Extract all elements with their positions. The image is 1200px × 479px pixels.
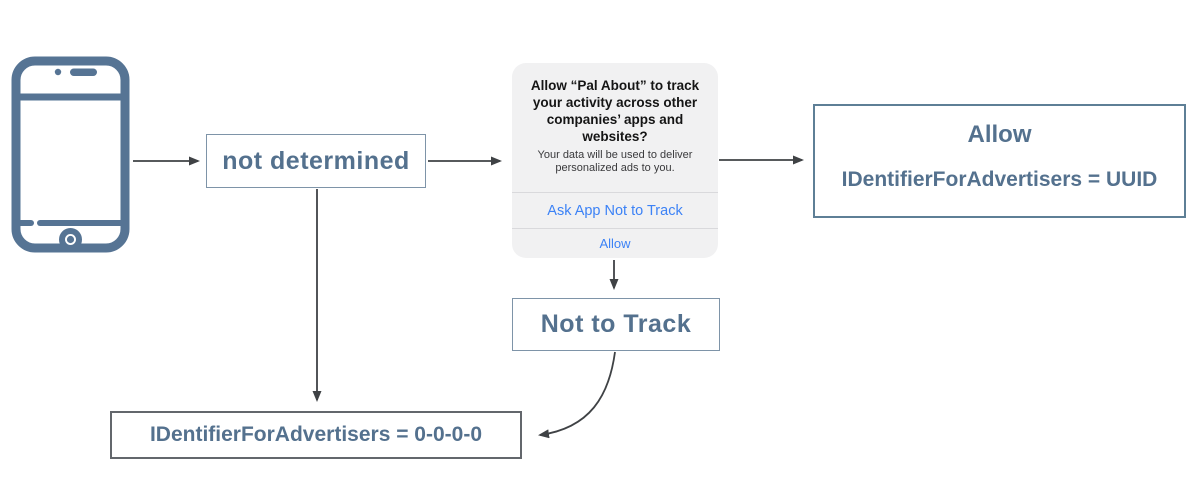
node-not-to-track-label: Not to Track [540,310,692,338]
ask-app-not-to-track-button[interactable]: Ask App Not to Track [512,192,718,228]
node-denied-label: IDentifierForAdvertisers = 0-0-0-0 [149,423,483,446]
arrow-not-to-track-to-denied [538,351,616,439]
phone-camera-dot [54,68,62,76]
phone-home-button [66,235,75,244]
smartphone-icon [11,56,130,253]
node-not-to-track: Not to Track [512,298,720,351]
node-not-determined: not determined [206,134,426,188]
node-not-determined-label: not determined [222,146,410,175]
dialog-allow-button[interactable]: Allow [512,228,718,258]
dialog-title: Allow “Pal About” to track your activity… [530,78,700,144]
node-allow-detail: IDentifierForAdvertisers = UUID [841,168,1158,191]
node-denied-result: IDentifierForAdvertisers = 0-0-0-0 [110,411,522,459]
phone-speaker [70,68,97,76]
att-permission-dialog: Allow “Pal About” to track your activity… [512,63,718,258]
dialog-text-block: Allow “Pal About” to track your activity… [512,63,718,192]
dialog-subtitle: Your data will be used to deliver person… [537,149,693,174]
node-allow-result: Allow IDentifierForAdvertisers = UUID [813,104,1186,218]
node-allow-title: Allow [967,121,1032,148]
